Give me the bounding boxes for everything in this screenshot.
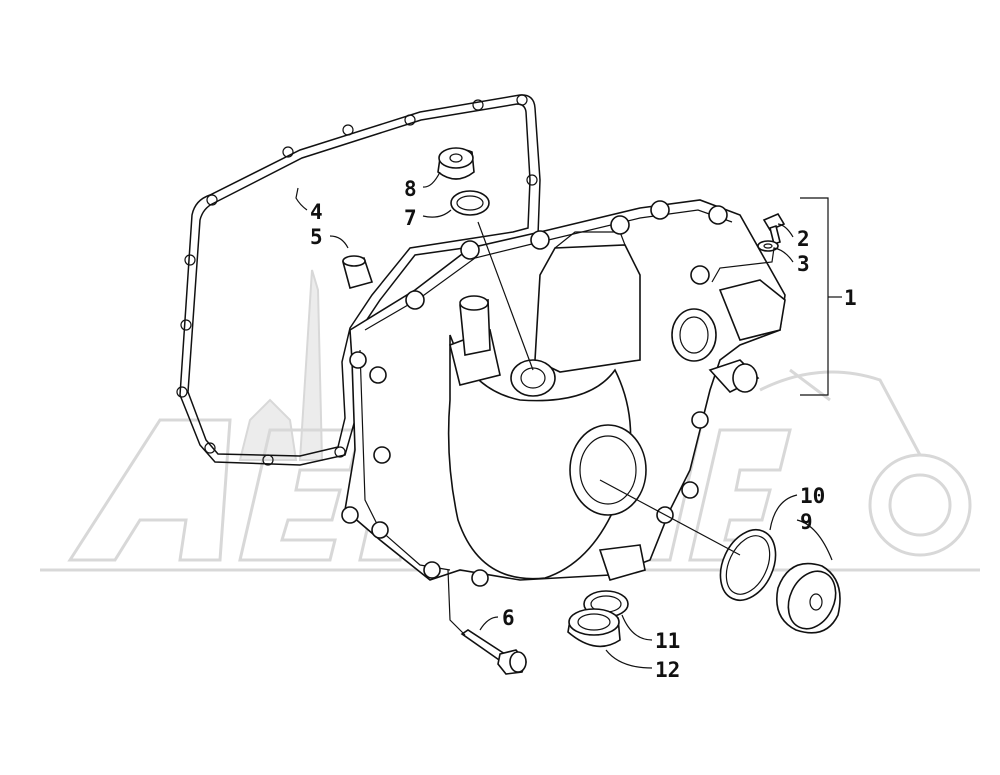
callout-6: 6 (502, 606, 515, 630)
callout-1: 1 (844, 286, 857, 310)
plug-part-8 (437, 147, 475, 180)
plug-part-12 (567, 608, 621, 648)
callout-9: 9 (800, 510, 813, 534)
leader-8 (422, 171, 441, 188)
leader-4 (295, 187, 308, 211)
leader-9 (796, 519, 833, 561)
callout-5: 5 (310, 225, 323, 249)
plug-part-9 (776, 562, 841, 634)
callout-10: 10 (800, 484, 825, 508)
leader-3 (711, 247, 794, 283)
callout-3: 3 (797, 252, 810, 276)
leader-7 (422, 209, 534, 371)
leader-2 (777, 223, 794, 238)
leader-11 (621, 614, 653, 641)
callout-labels: 1 2 3 4 5 6 7 8 9 10 11 12 (310, 177, 857, 682)
o-ring-part-10 (719, 529, 777, 601)
leader-5 (329, 235, 349, 249)
callout-8: 8 (404, 177, 417, 201)
leader-10 (599, 479, 798, 556)
washer-part-7 (450, 190, 490, 216)
bolt-part-2 (762, 212, 786, 246)
callout-2: 2 (797, 227, 810, 251)
callout-11: 11 (655, 629, 680, 653)
callout-7: 7 (404, 206, 417, 230)
leader-12 (605, 649, 653, 669)
bolt-part-6 (460, 629, 527, 675)
leader-6 (447, 569, 499, 636)
washer-part-3 (757, 240, 779, 252)
callout-4: 4 (310, 200, 323, 224)
callout-12: 12 (655, 658, 680, 682)
leader-lines (295, 171, 842, 669)
clutch-cover-part-1 (341, 199, 786, 587)
dowel-part-5 (342, 255, 374, 289)
